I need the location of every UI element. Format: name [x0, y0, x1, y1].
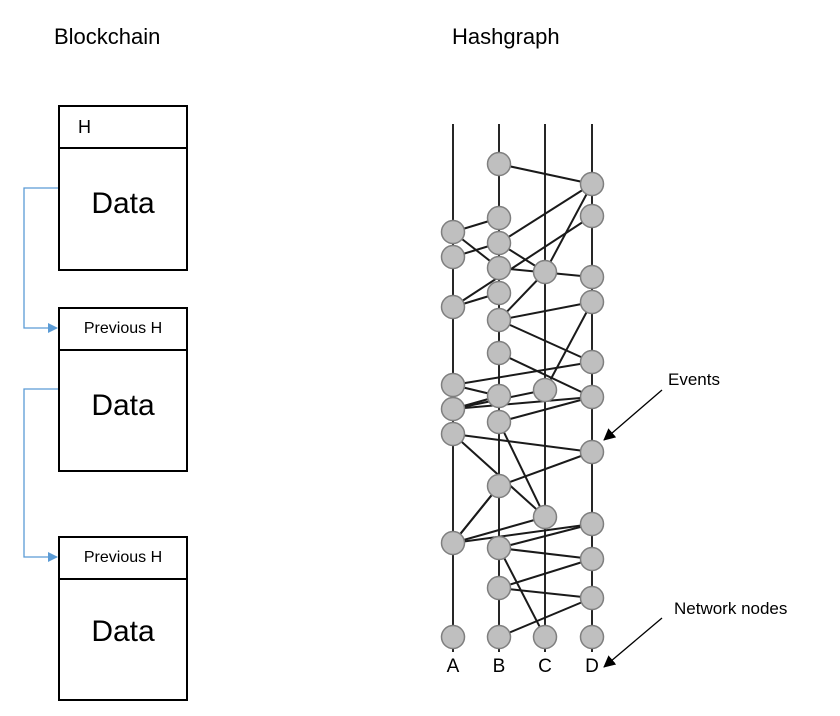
event-node-d11 [579, 624, 605, 650]
gossip-edge [452, 215, 593, 308]
gossip-edge [498, 421, 546, 518]
event-node-b5 [486, 280, 512, 306]
event-node-d7 [579, 439, 605, 465]
event-node-d5 [579, 349, 605, 375]
event-node-a1 [440, 219, 466, 245]
event-node-d4 [579, 289, 605, 315]
event-node-a6 [440, 421, 466, 447]
block-3-header: Previous H [60, 538, 186, 580]
events-label: Events [668, 370, 720, 389]
gossip-edge [498, 396, 593, 423]
block-2-data: Data [91, 389, 155, 422]
block-1: H Data [58, 105, 188, 271]
gossip-edge [544, 183, 593, 273]
event-node-c2 [532, 377, 558, 403]
event-node-b9 [486, 409, 512, 435]
event-node-b4 [486, 255, 512, 281]
block-3-data: Data [91, 615, 155, 648]
link-arrow-2 [23, 388, 58, 562]
event-node-a4 [440, 372, 466, 398]
event-node-c1 [532, 259, 558, 285]
gossip-edge [498, 451, 593, 487]
gossip-edge [452, 396, 593, 410]
gossip-edge [498, 587, 593, 599]
event-node-b13 [486, 624, 512, 650]
event-node-a5 [440, 396, 466, 422]
gossip-edge [452, 361, 593, 386]
gossip-edge [498, 163, 593, 185]
event-node-d6 [579, 384, 605, 410]
event-node-b1 [486, 151, 512, 177]
node-label-c: C [538, 656, 552, 677]
gossip-edge [498, 183, 593, 244]
gossip-edge [498, 547, 546, 638]
event-node-b2 [486, 205, 512, 231]
event-node-a2 [440, 244, 466, 270]
event-node-b8 [486, 383, 512, 409]
event-node-d1 [579, 171, 605, 197]
event-node-d9 [579, 546, 605, 572]
event-node-b11 [486, 535, 512, 561]
event-node-b6 [486, 307, 512, 333]
blockchain-title: Blockchain [54, 24, 161, 49]
link-arrow-1 [23, 187, 58, 333]
event-node-d2 [579, 203, 605, 229]
gossip-edge [452, 523, 593, 544]
hashgraph-title: Hashgraph [452, 24, 560, 49]
node-label-a: A [446, 656, 460, 677]
event-node-d10 [579, 585, 605, 611]
gossip-edge [544, 301, 593, 391]
block-2: Previous H Data [58, 307, 188, 472]
event-node-b10 [486, 473, 512, 499]
gossip-edge [498, 352, 593, 398]
gossip-edge [498, 597, 593, 638]
event-node-d3 [579, 264, 605, 290]
block-1-data: Data [91, 187, 155, 220]
gossip-edge [498, 301, 593, 321]
gossip-edge [498, 547, 593, 560]
event-node-a7 [440, 530, 466, 556]
gossip-edge [452, 433, 593, 453]
events-pointer-arrow [603, 389, 663, 441]
event-node-b3 [486, 230, 512, 256]
event-node-c3 [532, 504, 558, 530]
gossip-edge [452, 516, 546, 544]
event-node-d8 [579, 511, 605, 537]
network-nodes-pointer-arrow [603, 617, 663, 668]
block-2-header: Previous H [60, 309, 186, 351]
event-node-a8 [440, 624, 466, 650]
node-label-b: B [492, 656, 506, 677]
block-3: Previous H Data [58, 536, 188, 701]
event-node-c4 [532, 624, 558, 650]
block-1-header: H [60, 107, 186, 149]
gossip-edge [498, 319, 593, 363]
event-node-a3 [440, 294, 466, 320]
event-node-b12 [486, 575, 512, 601]
network-nodes-label: Network nodes [674, 599, 788, 618]
gossip-edge [498, 523, 593, 549]
gossip-edge [498, 558, 593, 589]
node-label-d: D [585, 656, 599, 677]
event-node-b7 [486, 340, 512, 366]
